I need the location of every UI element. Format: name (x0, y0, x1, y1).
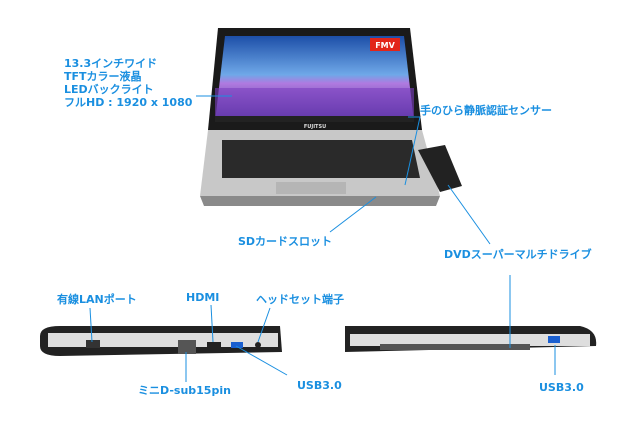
display-spec-line: TFTカラー液晶 (64, 70, 142, 83)
usb-left-label: USB3.0 (297, 379, 342, 392)
brand-logo-text: FUJITSU (304, 124, 326, 130)
leader-lines (89, 95, 556, 382)
usb-right-label: USB3.0 (539, 381, 584, 394)
fmv-logo-text: FMV (375, 41, 395, 50)
display-spec-line: LEDバックライト (64, 83, 154, 96)
display-spec-line: フルHD : 1920 x 1080 (64, 96, 193, 109)
display-spec-line: 13.3インチワイド (64, 57, 158, 70)
lan-port-label: 有線LANポート (57, 293, 137, 306)
dvd-drive-label: DVDスーパーマルチドライブ (444, 248, 592, 261)
display-spec-label: 13.3インチワイド TFTカラー液晶 LEDバックライト フルHD : 192… (64, 57, 192, 109)
mini-dsub-label: ミニD-sub15pin (138, 384, 231, 397)
palm-sensor-label: 手のひら静脈認証センサー (420, 104, 552, 117)
headset-jack-label: ヘッドセット端子 (256, 293, 344, 306)
laptop-front-view: FUJITSU FMV (200, 28, 462, 206)
sd-slot-label: SDカードスロット (238, 235, 333, 248)
dvd-drive-tray (418, 145, 462, 192)
laptop-right-side (345, 326, 597, 352)
keyboard (222, 140, 420, 178)
hdmi-label: HDMI (186, 291, 220, 304)
touchpad (276, 182, 346, 194)
laptop-left-side (40, 326, 282, 356)
fmv-logo (370, 38, 400, 51)
